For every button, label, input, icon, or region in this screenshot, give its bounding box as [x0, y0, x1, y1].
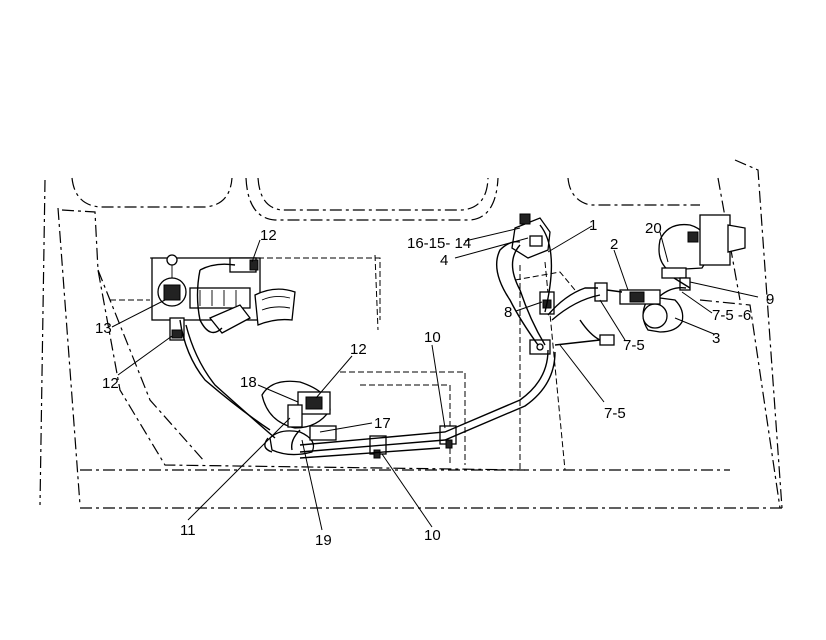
callout-11: 11 — [180, 522, 196, 539]
callout-7-5-6: 7-5 -6 — [712, 307, 751, 324]
callout-9: 9 — [766, 291, 774, 308]
leader-lines — [111, 225, 759, 531]
callout-13: 13 — [95, 320, 112, 337]
callout-labels: 1 2 3 4 16-15- 14 20 9 7-5 -6 7-5 8 7-5 … — [95, 217, 774, 549]
wiring-harness — [179, 224, 691, 459]
callout-10-bottom: 10 — [424, 527, 441, 544]
callout-16-15-14: 16-15- 14 — [407, 235, 471, 252]
callout-12-left: 12 — [102, 375, 119, 392]
callout-7-5-top: 7-5 — [623, 337, 645, 354]
center-right-connector — [511, 213, 555, 355]
center-component — [261, 380, 337, 456]
callout-8: 8 — [504, 304, 512, 321]
callout-1: 1 — [589, 217, 597, 234]
callout-17: 17 — [374, 415, 391, 432]
callout-3: 3 — [712, 330, 720, 347]
callout-10-top: 10 — [424, 329, 441, 346]
callout-12-top: 12 — [260, 227, 277, 244]
callout-20: 20 — [645, 220, 662, 237]
body-outline — [39, 159, 783, 509]
callout-12-center: 12 — [350, 341, 367, 358]
callout-2: 2 — [610, 236, 618, 253]
callout-4: 4 — [440, 252, 448, 269]
callout-19: 19 — [315, 532, 332, 549]
right-motor-assembly — [594, 214, 746, 346]
callout-7-5-bottom: 7-5 — [604, 405, 626, 422]
left-connector-block — [151, 254, 296, 341]
callout-18: 18 — [240, 374, 257, 391]
